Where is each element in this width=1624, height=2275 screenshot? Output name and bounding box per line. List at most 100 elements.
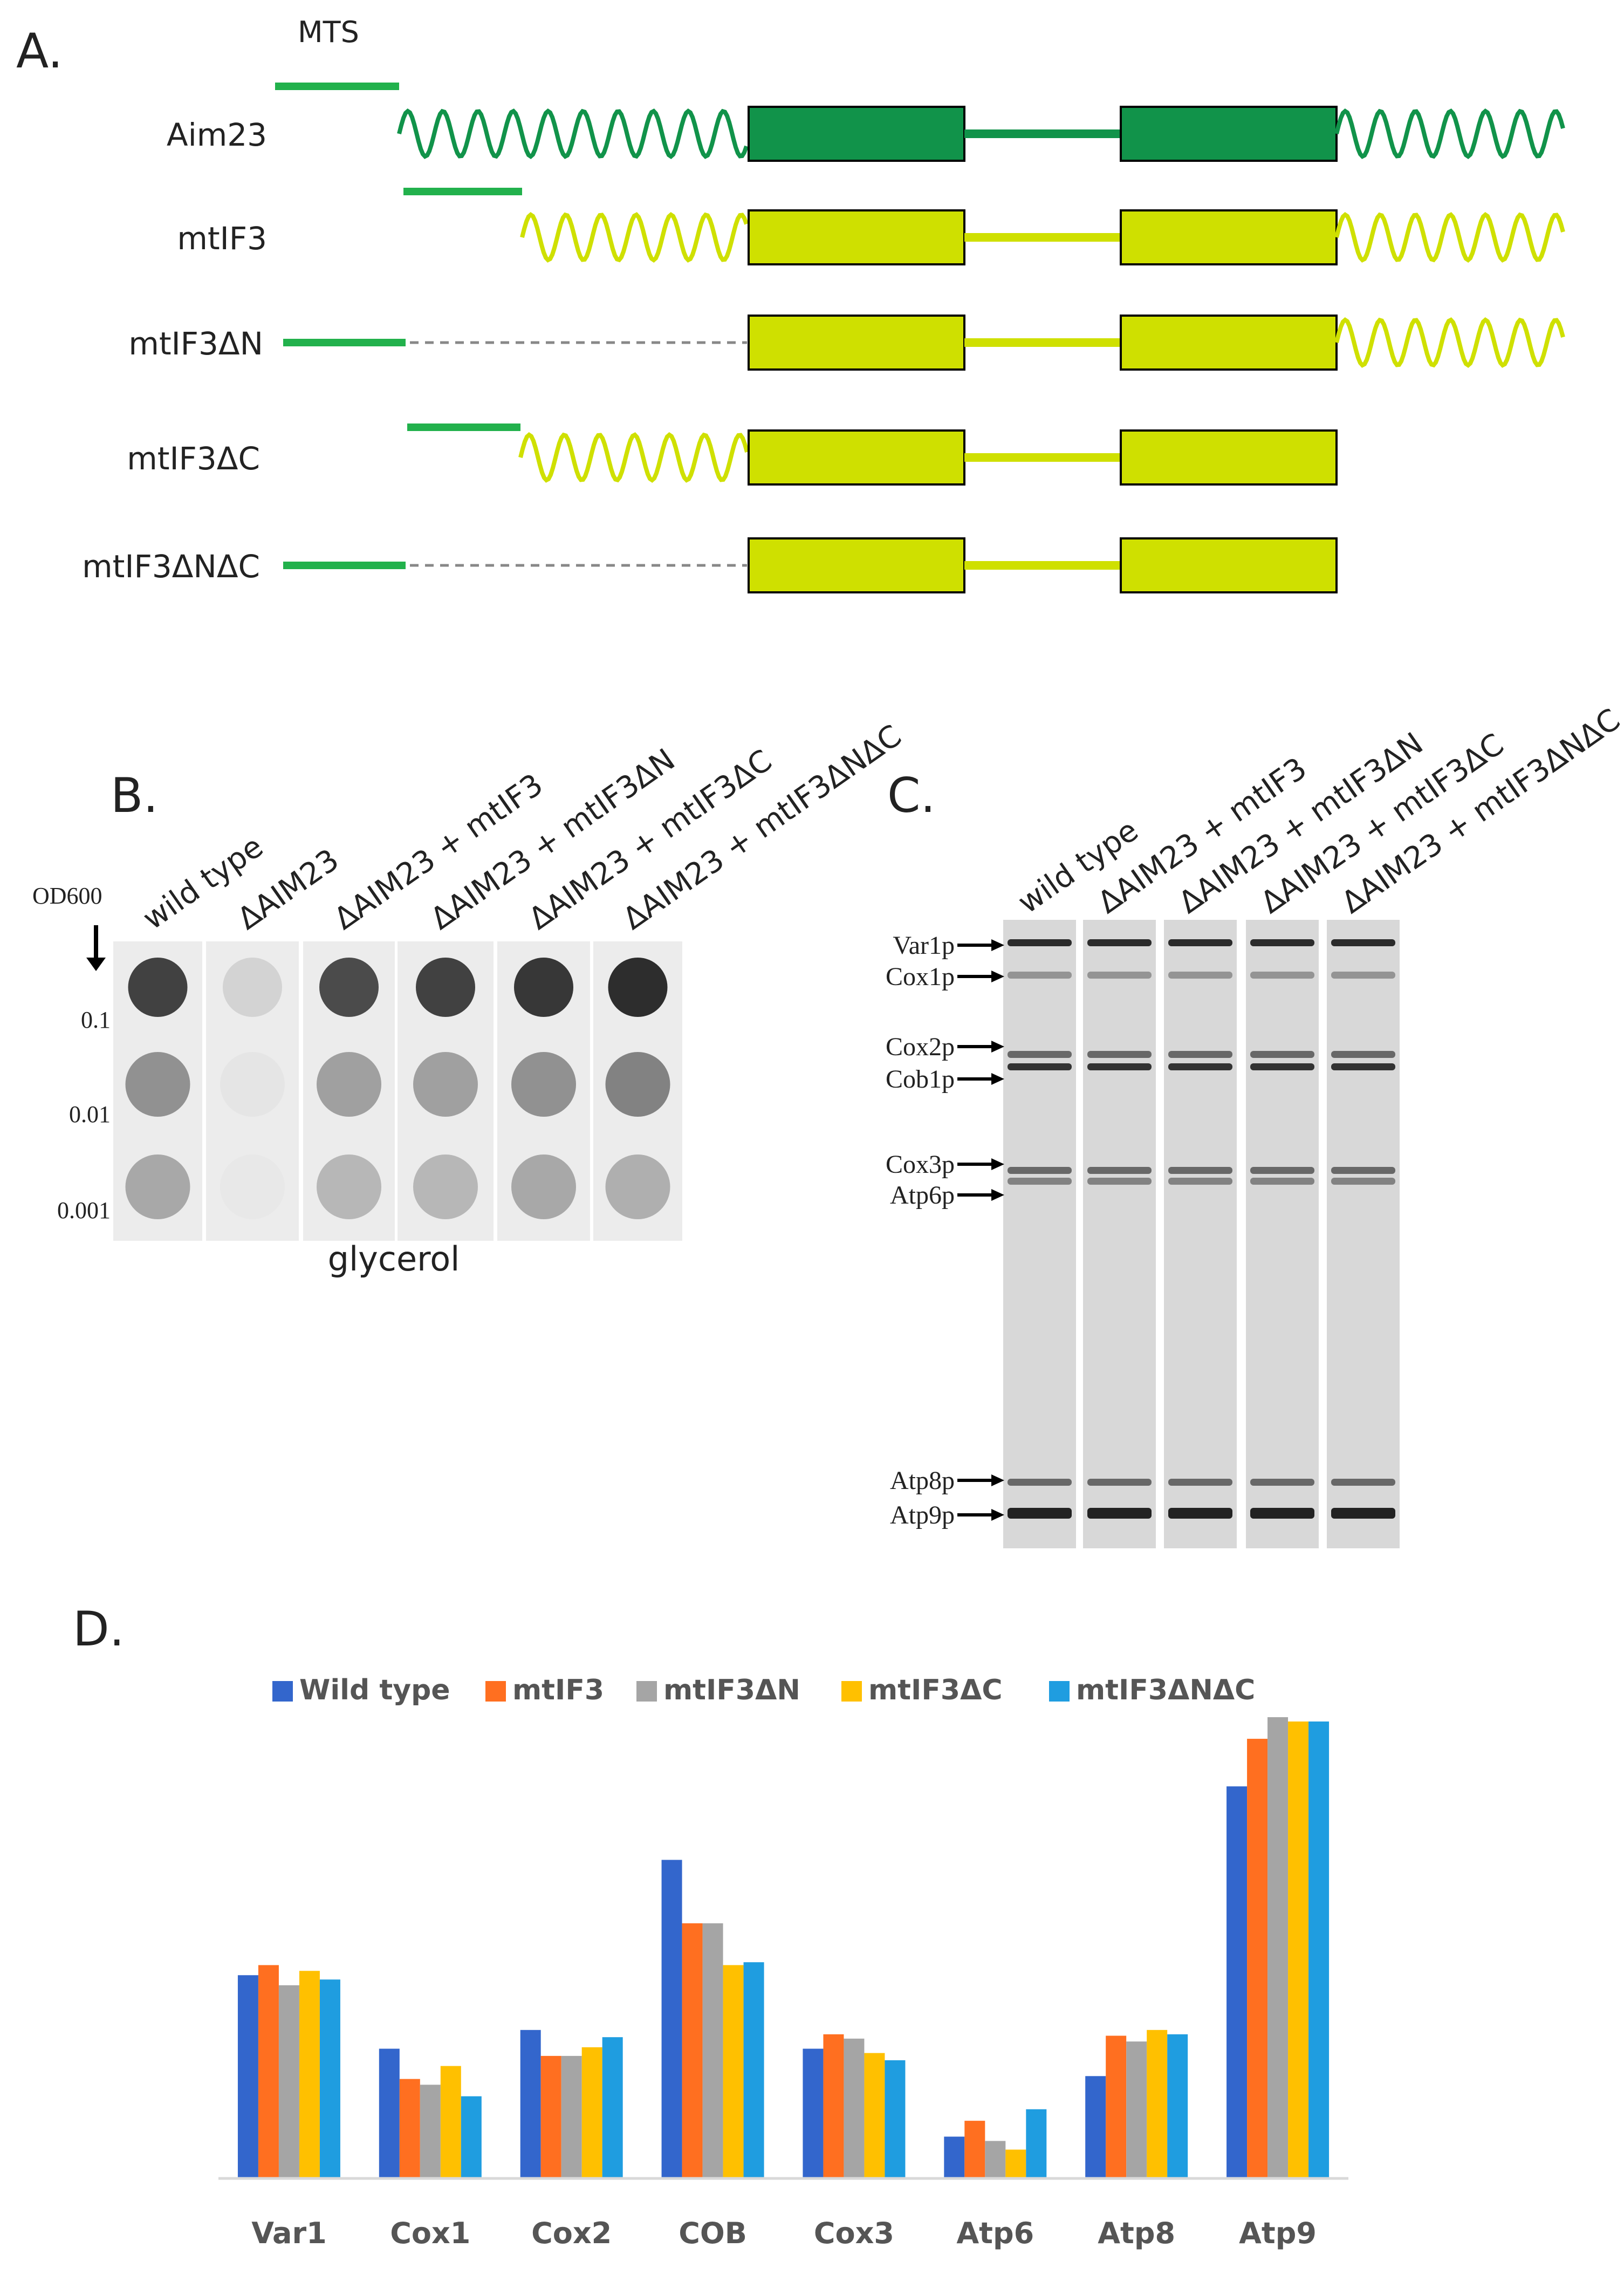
bar xyxy=(964,2121,985,2178)
arrow-head-icon xyxy=(991,971,1004,982)
legend-item: mtIF3ΔNΔC xyxy=(1049,1674,1255,1706)
legend-swatch xyxy=(485,1681,506,1702)
domain-box xyxy=(1120,315,1338,371)
bar-group: Atp9 xyxy=(1226,1717,1330,2250)
band-label: Var1p xyxy=(893,931,955,960)
protein-band xyxy=(1168,1178,1232,1185)
legend-item: mtIF3 xyxy=(485,1674,604,1706)
growth-spot xyxy=(223,958,282,1017)
bar xyxy=(1026,2109,1047,2178)
protein-band xyxy=(1331,972,1395,979)
bar xyxy=(278,1985,299,2178)
protein-band xyxy=(1087,972,1152,979)
legend-label: mtIF3ΔN xyxy=(663,1674,800,1706)
protein-band xyxy=(1250,1178,1314,1185)
legend-label: mtIF3ΔC xyxy=(868,1674,1003,1706)
band-marker: Var1p xyxy=(893,931,1004,960)
bar-group: Cox1 xyxy=(379,2048,482,2250)
protein-band xyxy=(1168,1063,1232,1070)
gel-lane: wild type xyxy=(1003,813,1145,1548)
medium-label: glycerol xyxy=(328,1239,460,1279)
band-label: Cox2p xyxy=(886,1033,955,1061)
arrow-head-icon xyxy=(991,1509,1004,1521)
domain-box xyxy=(748,315,965,371)
od-value-0: 0.1 xyxy=(81,1007,111,1033)
x-tick-label: Atp6 xyxy=(956,2216,1034,2250)
down-arrow-icon xyxy=(86,925,106,971)
protein-band xyxy=(1008,1167,1072,1174)
bar xyxy=(1247,1739,1268,2178)
protein-band xyxy=(1008,1479,1072,1486)
protein-band xyxy=(1168,1508,1232,1519)
bar xyxy=(379,2048,400,2178)
band-label: Cox1p xyxy=(886,962,955,991)
band-marker: Cox2p xyxy=(886,1033,1004,1061)
protein-band xyxy=(1008,939,1072,946)
bar xyxy=(399,2079,420,2178)
growth-spot xyxy=(317,1154,381,1219)
lane-background xyxy=(1327,920,1400,1548)
bar xyxy=(743,1962,764,2178)
panel-c-label: C. xyxy=(887,768,935,823)
protein-band xyxy=(1250,1051,1314,1058)
bar xyxy=(420,2085,441,2178)
protein-band xyxy=(1331,1479,1395,1486)
lane-background xyxy=(1003,920,1076,1548)
growth-spot xyxy=(605,1154,670,1219)
growth-spot xyxy=(511,1052,576,1117)
growth-spot xyxy=(125,1154,190,1219)
x-tick-label: Atp9 xyxy=(1239,2216,1317,2250)
protein-band xyxy=(1008,1051,1072,1058)
bar xyxy=(944,2136,965,2178)
x-tick-label: Cox2 xyxy=(531,2216,612,2250)
bar xyxy=(723,1965,744,2178)
arrow-head-icon xyxy=(991,1158,1004,1170)
band-marker: Cox1p xyxy=(886,962,1004,991)
x-tick-label: Cox3 xyxy=(814,2216,894,2250)
legend-item: mtIF3ΔN xyxy=(636,1674,800,1706)
protein-band xyxy=(1087,1051,1152,1058)
mts-label: MTS xyxy=(298,15,359,49)
legend-swatch xyxy=(636,1681,657,1702)
panel-b: B. OD600 0.1 0.01 0.001 wild typeΔAIM23Δ… xyxy=(32,718,908,1279)
arrow-head-icon xyxy=(991,1189,1004,1201)
x-tick-label: Atp8 xyxy=(1098,2216,1175,2250)
legend-label: Wild type xyxy=(299,1674,450,1706)
protein-band xyxy=(1008,1178,1072,1185)
lane-background xyxy=(1164,920,1237,1548)
band-marker: Cob1p xyxy=(886,1065,1004,1094)
growth-spot xyxy=(413,1052,478,1117)
bar xyxy=(823,2034,844,2178)
bar xyxy=(540,2055,561,2178)
bar xyxy=(1106,2035,1127,2178)
protein-band xyxy=(1250,1167,1314,1174)
protein-band xyxy=(1250,1479,1314,1486)
protein-band xyxy=(1008,1063,1072,1070)
bar xyxy=(237,1975,258,2178)
arrow-head-icon xyxy=(991,939,1004,951)
band-marker: Atp6p xyxy=(890,1181,1004,1210)
bar xyxy=(1288,1721,1309,2178)
growth-spot xyxy=(413,1154,478,1219)
bar xyxy=(299,1971,320,2178)
growth-spot xyxy=(605,1052,670,1117)
bar xyxy=(682,1923,703,2178)
disordered-region-n xyxy=(518,432,749,483)
bar xyxy=(520,2030,541,2178)
x-tick-label: Var1 xyxy=(251,2216,326,2250)
panel-b-label: B. xyxy=(111,768,158,823)
arrow-head-icon xyxy=(991,1041,1004,1053)
disordered-region-n xyxy=(520,211,749,263)
bar xyxy=(602,2037,623,2178)
construct-label: mtIF3ΔN xyxy=(128,325,263,362)
protein-band xyxy=(1168,1167,1232,1174)
bar xyxy=(885,2060,906,2178)
od600-label: OD600 xyxy=(32,883,102,909)
bar xyxy=(661,1860,682,2178)
bar xyxy=(803,2048,824,2178)
growth-spot xyxy=(514,958,573,1017)
